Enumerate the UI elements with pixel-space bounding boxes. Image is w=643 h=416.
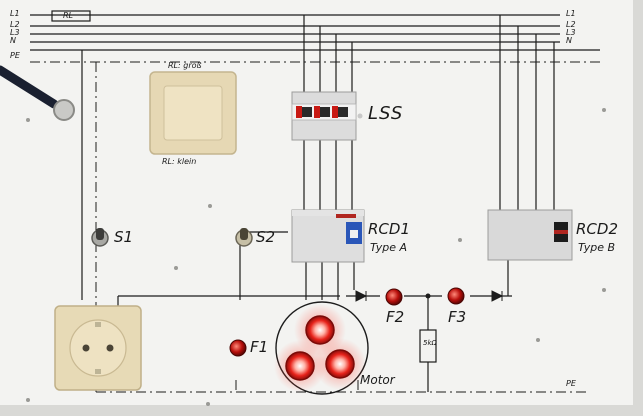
breaker-label: LSS <box>368 103 404 124</box>
motor-label: Motor <box>360 373 395 387</box>
breaker-lss[interactable] <box>291 91 363 141</box>
bus-label-n-right: N <box>566 36 572 45</box>
fault2-label: F2 <box>386 308 405 326</box>
bus-label-l3-right: L3 <box>566 28 576 37</box>
bus-label-n-left: N <box>10 36 16 45</box>
rcd1-type: Type A <box>370 241 408 254</box>
diode-f3 <box>491 290 504 302</box>
fault-led-f2[interactable] <box>385 288 403 306</box>
pe-bottom-label: PE <box>566 379 576 388</box>
resistor-label: 5kΩ <box>423 339 437 347</box>
fault1-label: F1 <box>250 338 269 356</box>
fault3-label: F3 <box>448 308 467 326</box>
switch-top-label: RL: groß <box>168 61 202 70</box>
motor-lamp-2 <box>285 351 315 381</box>
bus-lines <box>30 14 600 51</box>
board-right-edge <box>633 0 643 416</box>
resistor-5k <box>419 329 437 363</box>
toggle-switch-s1[interactable] <box>91 228 109 247</box>
junction-dot <box>425 293 431 299</box>
fault-led-f3[interactable] <box>447 287 465 305</box>
bus-label-l2-right: L2 <box>566 20 576 29</box>
mounting-screws <box>26 108 606 406</box>
rcd1-device[interactable] <box>291 209 365 263</box>
motor-symbol <box>275 301 369 395</box>
rcd2-label: RCD2 <box>576 220 618 238</box>
wall-switch[interactable] <box>149 71 237 155</box>
rcd1-label: RCD1 <box>368 220 410 238</box>
socket-outlet[interactable] <box>54 305 142 391</box>
switch-bottom-label: RL: klein <box>162 157 197 166</box>
bus-label-l2-left: L2 <box>10 20 20 29</box>
diode-f2 <box>355 290 368 302</box>
rcd2-type: Type B <box>578 241 616 254</box>
switch2-label: S2 <box>256 228 276 246</box>
motor-lamp-cluster <box>274 301 369 395</box>
relay-label: RL <box>63 11 74 20</box>
motor-lamp-1 <box>305 315 335 345</box>
switch1-label: S1 <box>114 228 134 246</box>
bus-label-l1-left: L1 <box>10 9 20 18</box>
motor-lamp-3 <box>325 349 355 379</box>
toggle-switch-s2[interactable] <box>235 228 253 247</box>
cable-gland <box>53 99 75 121</box>
power-cable <box>0 65 59 109</box>
bus-label-l1-right: L1 <box>566 9 576 18</box>
relay-coil-box <box>51 10 91 22</box>
bus-label-l3-left: L3 <box>10 28 20 37</box>
bus-label-pe-left: PE <box>10 51 20 60</box>
fault-led-f1[interactable] <box>229 339 247 357</box>
board-bottom-edge <box>0 405 643 416</box>
rcd2-device[interactable] <box>487 209 573 261</box>
